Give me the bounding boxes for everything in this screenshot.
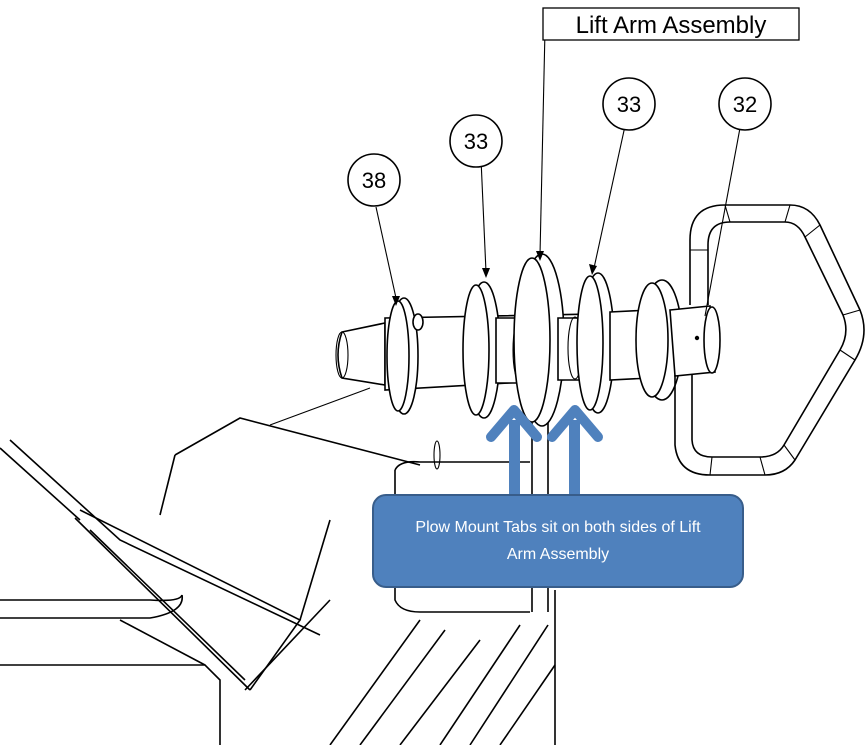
label-frame <box>542 7 800 41</box>
lift-arm-label: Lift Arm Assembly <box>542 7 800 41</box>
balloon-number: 33 <box>464 129 488 154</box>
pivot-shaft <box>335 253 721 427</box>
callout-arrows <box>486 405 603 498</box>
leader-lines <box>269 29 741 426</box>
balloon-32: 32 <box>718 77 772 131</box>
frame-tubes <box>329 612 556 745</box>
balloon-38: 38 <box>347 153 401 207</box>
balloon-number: 33 <box>617 92 641 117</box>
balloon-circle <box>718 77 772 131</box>
arrow-left <box>486 405 542 498</box>
callout-text: Plow Mount Tabs sit on both sides of Lif… <box>415 519 701 563</box>
balloon-circle <box>449 114 503 168</box>
balloon-circle <box>602 77 656 131</box>
label-text: Lift Arm Assembly <box>576 12 767 39</box>
handle-loop <box>674 204 865 476</box>
leader-arrowheads <box>392 251 597 306</box>
callout-box: Plow Mount Tabs sit on both sides of Lif… <box>372 494 744 588</box>
balloon-number: 38 <box>362 168 386 193</box>
plow-frame-lines <box>0 417 421 745</box>
balloon-33-left: 33 <box>449 114 503 168</box>
balloon-33-right: 33 <box>602 77 656 131</box>
balloon-circle <box>347 153 401 207</box>
arrow-right <box>547 405 603 498</box>
balloon-number: 32 <box>733 92 757 117</box>
